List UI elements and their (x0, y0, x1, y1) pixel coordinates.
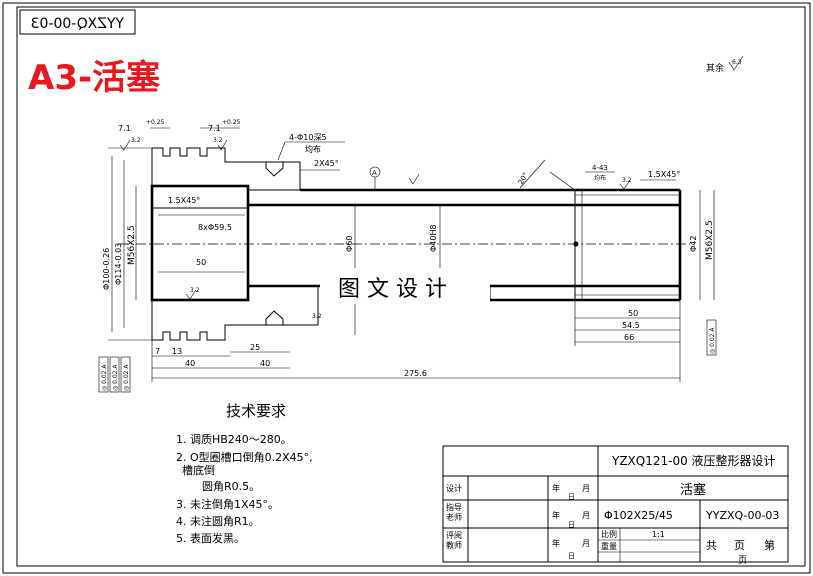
piston-wall-lower (151, 285, 319, 341)
tb-sheet: 第 (764, 538, 775, 552)
tb-day-1: 日 (568, 493, 575, 501)
dim-d100: Φ100-0.26 (102, 248, 111, 290)
dim-groove-tol-1: +0.25 (146, 119, 165, 126)
dim-m-left: M56X2.5 (127, 225, 137, 265)
hole-lower (265, 310, 284, 326)
tb-year-1: 年 (552, 483, 560, 493)
dim-50: 50 (628, 309, 638, 318)
bore-left: 8xΦ59.5 (198, 223, 232, 232)
tb-month-3: 月 (582, 539, 590, 548)
dim-total: 275.6 (404, 369, 427, 378)
hole-upper (265, 161, 284, 177)
svg-text:6.3: 6.3 (732, 59, 742, 66)
tb-scale-value: 1:1 (652, 530, 665, 539)
dim-groove-tol-2: +0.25 (222, 119, 241, 126)
tech-item-3: 3. 未注倒角1X45°。 (176, 497, 279, 511)
roughness-symbol-icon: 6.3 (728, 55, 744, 71)
part-title-red: A3-活塞 (28, 58, 160, 98)
tb-design: 设计 (446, 483, 462, 493)
tb-spec: Φ102X25/45 (604, 509, 673, 522)
title-block (442, 445, 789, 563)
thread-end (574, 189, 681, 301)
watermark-text: 图 文 设 计 (338, 277, 447, 302)
tech-item-1: 1. 调质HB240～280。 (176, 433, 292, 446)
tb-day-2: 日 (568, 521, 575, 529)
tb-day-3: 日 (568, 552, 575, 560)
tech-item-2: 2. O型圈槽口倒角0.2X45°, (176, 450, 313, 464)
dim-40b: 40 (260, 359, 270, 368)
tech-item-2b: 槽底倒 (182, 463, 215, 477)
tb-part-name: 活塞 (680, 482, 706, 498)
dim-d40: Φ40H8 (429, 224, 438, 252)
tb-total: 共 (706, 539, 717, 552)
tb-month-1: 月 (582, 484, 590, 493)
tolerance-frame-right: ◎ 0.02 A (706, 319, 717, 356)
slot-note: 4-43 (592, 164, 608, 172)
tube-wall-lower (489, 285, 681, 301)
dim-13: 13 (172, 347, 182, 356)
svg-text:A: A (372, 169, 377, 177)
svg-text:◎ 0.02 A: ◎ 0.02 A (101, 364, 108, 391)
dim-66: 66 (624, 333, 634, 342)
tech-item-2c: 圆角R0.5。 (202, 480, 260, 493)
dim-groove-1: 7.1 (118, 124, 131, 133)
tb-month-2: 月 (582, 511, 590, 520)
dim-d42: Φ42 (689, 236, 698, 252)
rough-right: 3.2 (622, 177, 632, 184)
datum-a-icon: A (369, 166, 381, 190)
dim-d60: Φ60 (345, 236, 354, 252)
holes-note: 4-Φ10深5 (289, 133, 327, 142)
dim-7: 7 (155, 347, 160, 356)
top-code-text: YYZXQ-00-03 (31, 16, 125, 32)
tb-weight-label: 重量 (601, 541, 617, 551)
slot-sub: 均布 (594, 174, 606, 182)
tech-item-4: 4. 未注圆角R1。 (176, 514, 260, 528)
tech-item-5: 5. 表面发黑。 (176, 531, 245, 545)
svg-text:◎ 0.02 A: ◎ 0.02 A (112, 364, 119, 391)
tb-review: 评阅教师 (446, 531, 462, 550)
dim-groove-2: 7.1 (208, 124, 221, 133)
dim-25: 25 (250, 343, 260, 352)
rough-left: 3.2 (131, 137, 141, 144)
tb-page: 页 (734, 539, 745, 552)
rough-face: 3.2 (312, 313, 322, 320)
svg-text:◎ 0.02 A: ◎ 0.02 A (709, 327, 716, 354)
left-bore (150, 184, 250, 302)
tb-code: YYZXQ-00-03 (705, 509, 779, 522)
dim-40a: 40 (185, 359, 195, 368)
tb-check: 指导老师 (446, 502, 462, 522)
roughness-note: 其余 (706, 62, 724, 74)
chamfer-left: 1.5X45° (168, 196, 200, 205)
rough-bottom: 3.2 (190, 287, 200, 294)
tolerance-frames-left: ◎ 0.02 A ◎ 0.02 A ◎ 0.02 A (98, 356, 131, 393)
tech-heading: 技术要求 (226, 402, 286, 420)
inner-border (16, 6, 806, 567)
tb-sheet-page: 页 (738, 555, 747, 566)
holes-sub: 均布 (305, 144, 321, 154)
rough-mid: 3.2 (213, 137, 223, 144)
dim-m-right: M56X2.5 (705, 220, 715, 260)
dim-d114: Φ114-0.03 (114, 243, 123, 285)
inner-50: 50 (196, 258, 206, 267)
chamfer-right: 1.5X45° (648, 170, 680, 179)
svg-text:◎ 0.02 A: ◎ 0.02 A (123, 364, 130, 391)
tb-year-3: 年 (552, 538, 560, 548)
dim-545: 54.5 (622, 321, 640, 330)
tb-year-2: 年 (552, 510, 560, 520)
top-code-box (19, 9, 136, 35)
chamfer-top: 2X45° (314, 159, 339, 168)
tb-scale-label: 比例 (601, 529, 617, 539)
tb-project: YZXQ121-00 液压整形器设计 (611, 453, 776, 468)
tube-wall-upper (247, 189, 681, 206)
